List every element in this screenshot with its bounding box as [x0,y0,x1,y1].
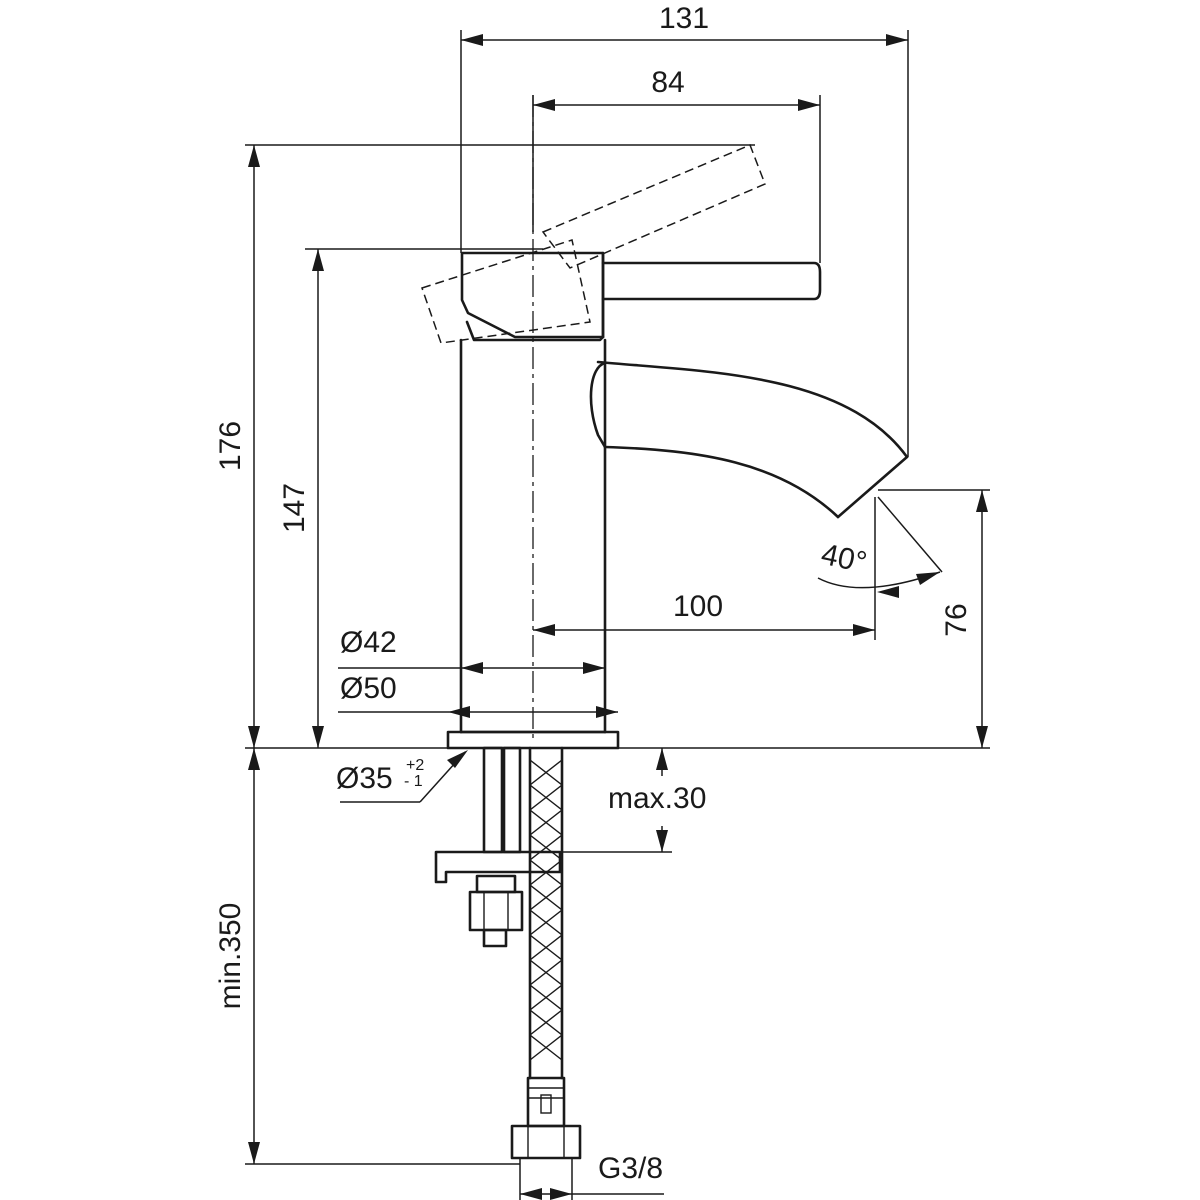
dimension-body-diameter: Ø42 [338,626,605,674]
dimension-handle-reach-label: 84 [651,66,684,99]
dimension-body-diameter-label: Ø42 [340,626,397,659]
dimension-spout-angle: 40° [817,496,943,598]
dimension-connection-label: G3/8 [598,1152,663,1185]
dimension-total-width-label: 131 [659,2,709,35]
dimension-hole-diameter: Ø35 +2 - 1 [336,750,468,803]
dimension-min-hose-label: min.350 [214,903,247,1010]
dimension-hole-tolerance-minus: - 1 [404,773,423,790]
dimension-total-height: 176 [214,145,260,748]
dimension-spout-height-label: 76 [940,603,973,636]
dimension-min-hose: min.350 [214,748,260,1164]
dimension-spout-angle-label: 40° [818,538,869,580]
dimension-spout-reach-label: 100 [673,590,723,623]
dimension-body-height-label: 147 [278,483,311,533]
dimension-connection: G3/8 [520,1152,664,1200]
extension-lines [245,30,990,1200]
dimension-max-deck: max.30 [608,748,706,852]
dimension-max-deck-label: max.30 [608,782,706,815]
dimension-body-height: 147 [278,249,324,748]
faucet-outline [446,251,909,750]
dimension-handle-reach: 84 [533,66,820,111]
lever-alternate-position [421,144,766,344]
dimension-total-height-label: 176 [214,421,247,471]
dimension-hole-tolerance-plus: +2 [406,757,424,774]
dimension-base-diameter: Ø50 [338,672,618,718]
dimension-base-diameter-label: Ø50 [340,672,397,705]
mounting-parts [434,746,562,948]
dimension-hole-diameter-label: Ø35 [336,762,393,795]
dimension-spout-height: 76 [940,490,988,748]
braided-hose [510,746,582,1160]
dimension-spout-reach: 100 [533,590,875,636]
dimension-total-width: 131 [461,2,908,46]
